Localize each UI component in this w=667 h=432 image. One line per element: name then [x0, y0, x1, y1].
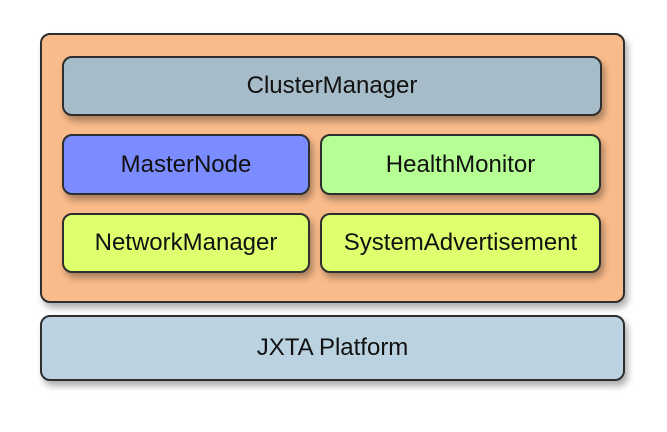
master-node-box: MasterNode	[62, 134, 310, 195]
network-manager-box: NetworkManager	[62, 213, 310, 273]
jxta-platform-box: JXTA Platform	[40, 315, 625, 381]
master-node-label: MasterNode	[120, 150, 252, 178]
cluster-manager-box: ClusterManager	[62, 56, 602, 116]
cluster-manager-label: ClusterManager	[246, 72, 418, 99]
network-manager-label: NetworkManager	[94, 229, 278, 256]
jxta-platform-label: JXTA Platform	[256, 334, 409, 361]
system-advertisement-box: SystemAdvertisement	[320, 213, 601, 273]
health-monitor-box: HealthMonitor	[320, 134, 601, 195]
system-advertisement-label: SystemAdvertisement	[343, 229, 578, 256]
health-monitor-label: HealthMonitor	[385, 150, 536, 178]
